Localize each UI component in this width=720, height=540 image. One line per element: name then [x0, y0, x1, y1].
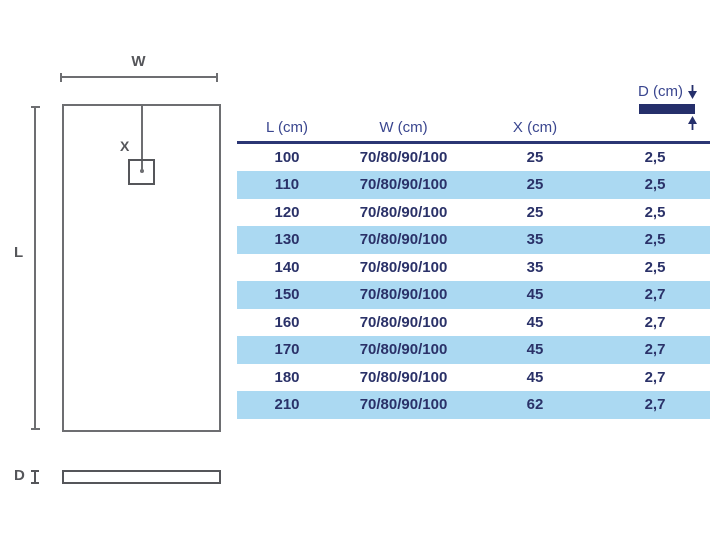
length-dimension-line	[30, 106, 40, 430]
depth-dimension-label: D	[14, 467, 25, 484]
drain-dimension-label: X	[120, 138, 130, 154]
size-table: D (cm) L (cm) W (cm) X (cm)	[237, 83, 710, 423]
width-dimension-line	[60, 72, 218, 82]
tray-side-view	[62, 470, 221, 484]
header-divider	[237, 141, 710, 144]
table-header-row: L (cm) W (cm) X (cm)	[237, 111, 710, 139]
length-dimension-label: L	[14, 244, 24, 261]
arrow-up-icon	[688, 116, 697, 130]
drain-square	[128, 159, 155, 185]
depth-dimension-marker	[31, 470, 39, 484]
drain-offset-line	[141, 106, 143, 172]
column-header-length: L (cm)	[266, 119, 308, 136]
depth-profile-bar	[639, 104, 695, 114]
depth-header-label: D (cm)	[638, 83, 683, 100]
depth-column-header: D (cm)	[638, 83, 697, 130]
column-header-width: W (cm)	[379, 119, 428, 136]
width-dimension-label: W	[131, 53, 147, 70]
column-header-drain: X (cm)	[512, 119, 558, 136]
drain-center-dot	[140, 169, 144, 173]
arrow-down-icon	[688, 84, 697, 99]
